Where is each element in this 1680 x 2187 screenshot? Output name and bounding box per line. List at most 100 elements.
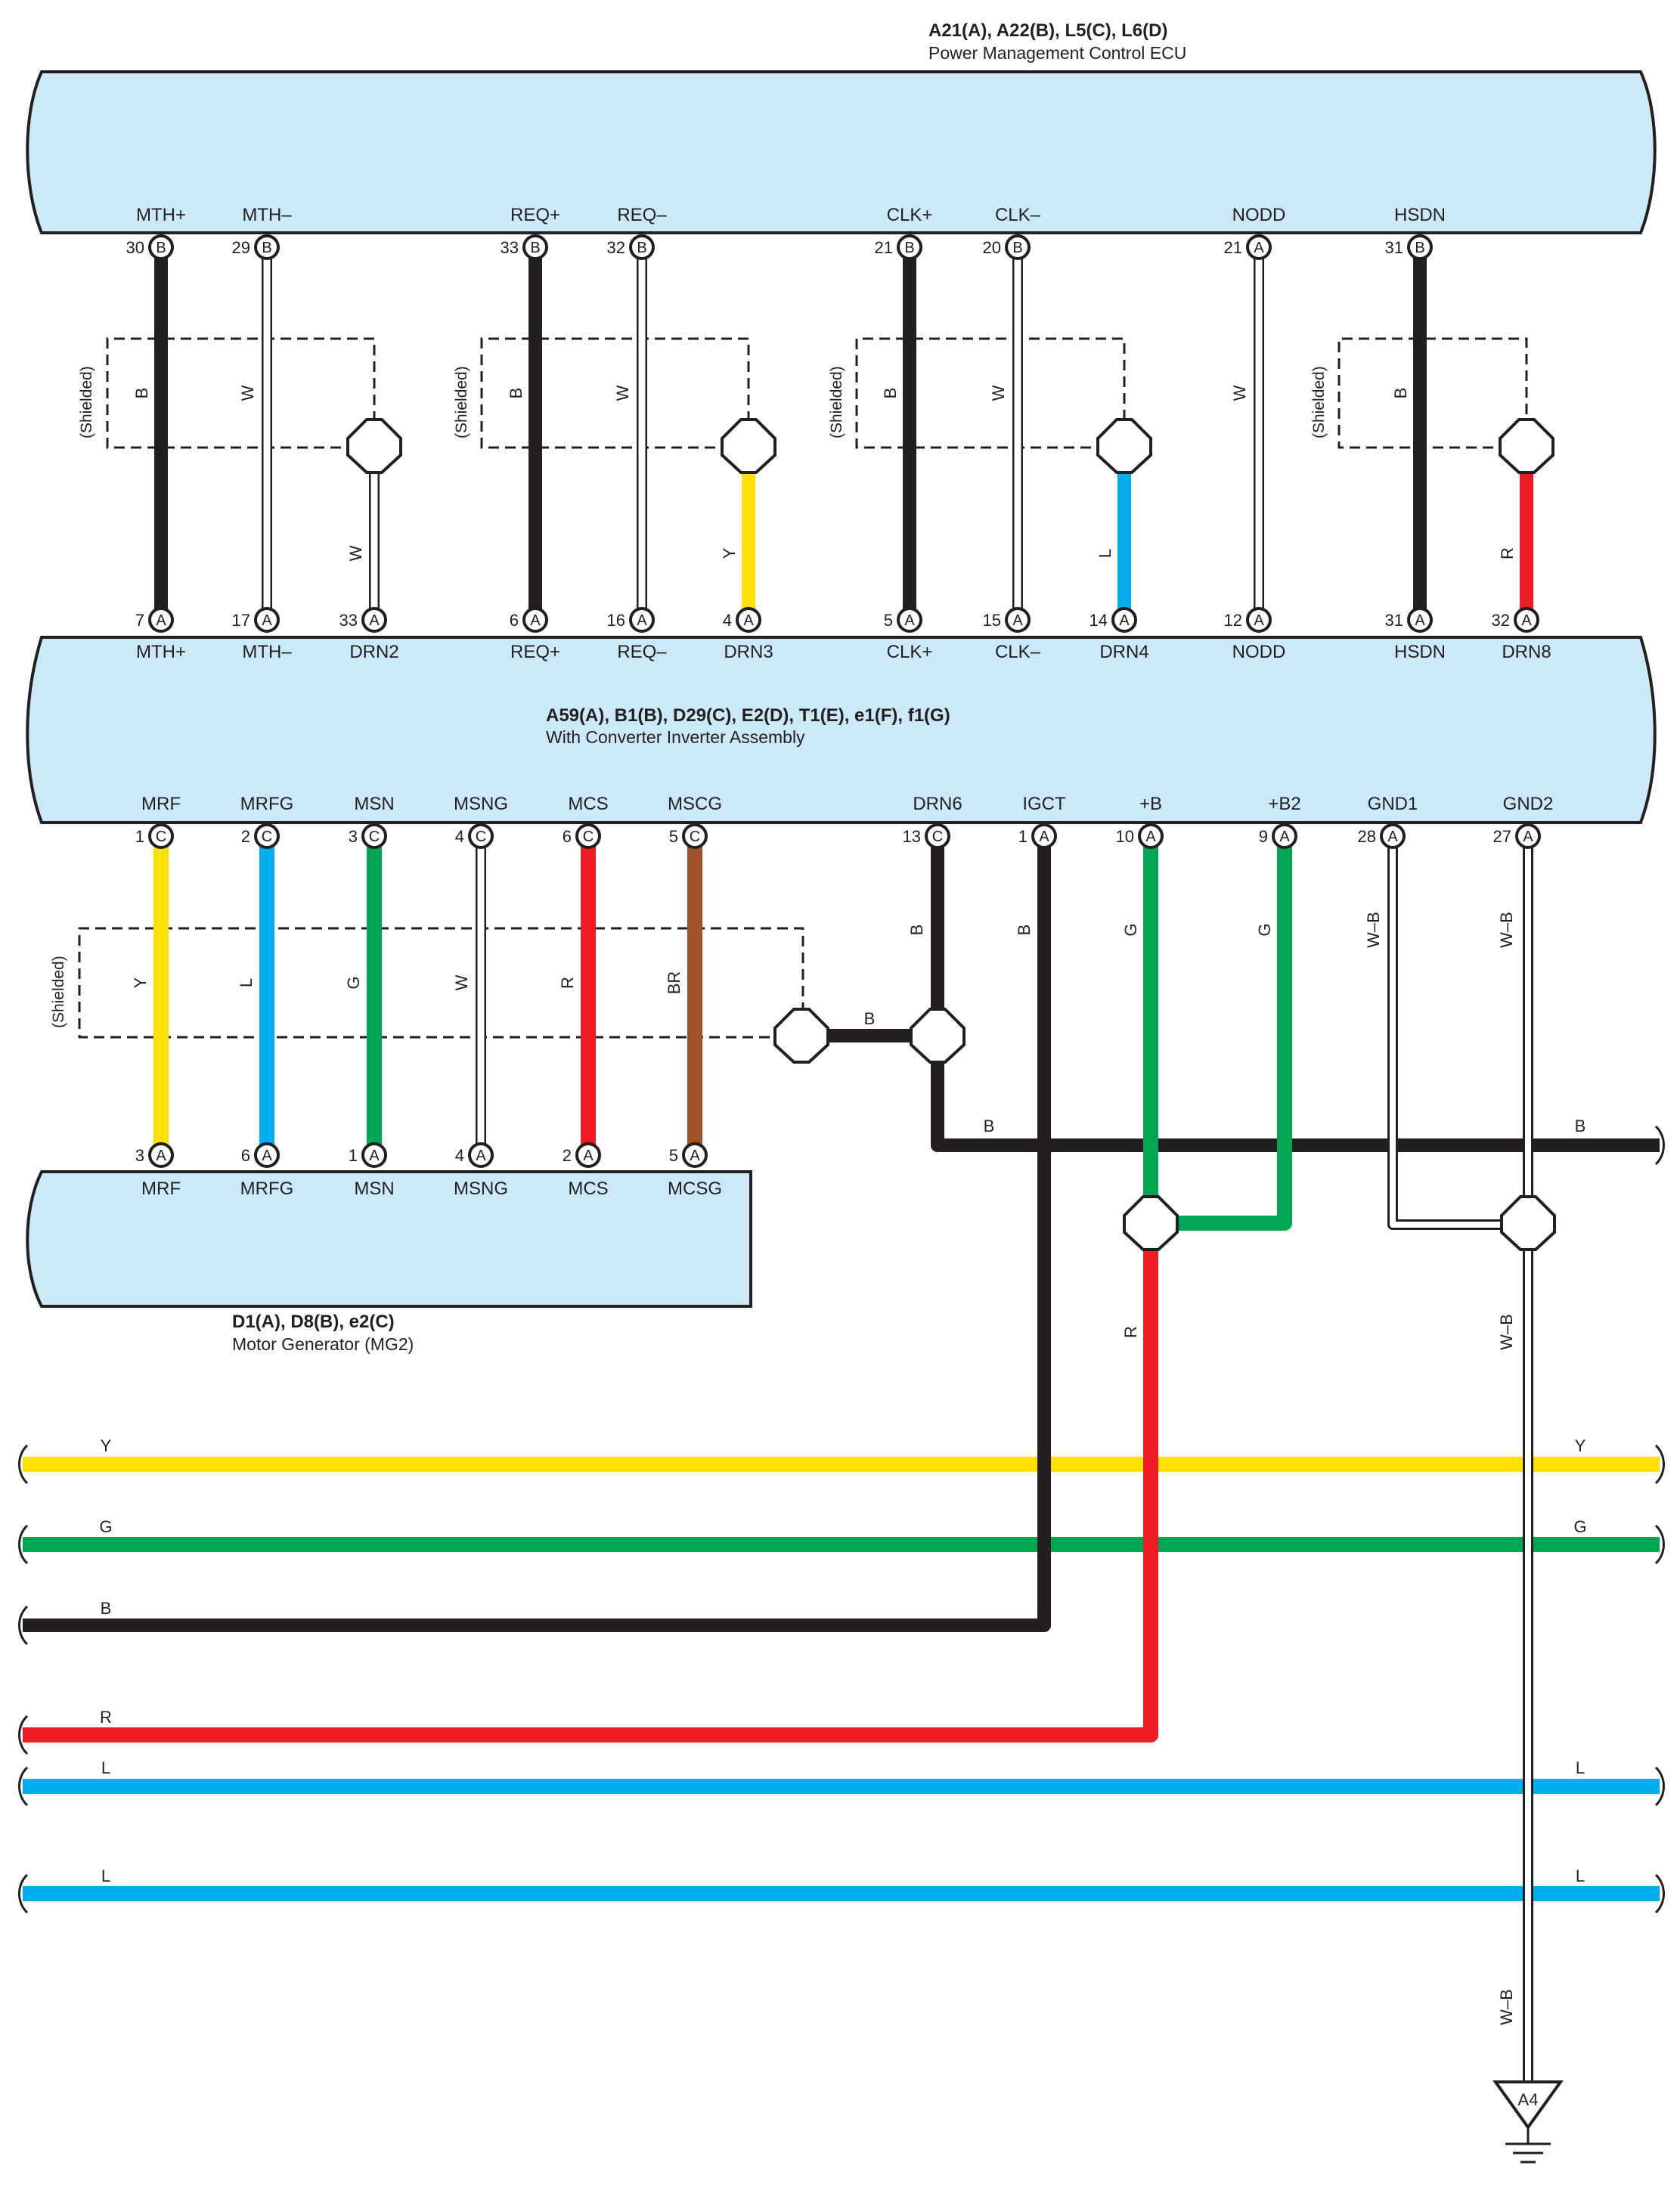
pin-label: NODD [1232,642,1286,662]
pin-connector-code: C [476,829,486,845]
label-mrfg: L [237,978,256,987]
pin-connector-code: A [637,612,647,629]
pin-label: MSN [354,794,394,814]
ecu-box [26,70,1657,234]
pin-label: MCS [568,794,608,814]
pin-number: 1 [349,1146,358,1165]
pin-terminal [254,823,280,849]
pin-number: 16 [607,611,625,630]
pin-number: 6 [241,1146,250,1165]
junction-drn8 [1499,418,1554,474]
inverter-component: A59(A), B1(B), D29(C), E2(D), T1(E), e1(… [26,636,1657,824]
ecu-title: A21(A), A22(B), L5(C), L6(D) [928,20,1167,41]
pin-label: MRF [141,1179,181,1199]
break-left-r [18,1715,29,1755]
pin-terminal [1138,823,1164,849]
pin-number: 17 [232,611,250,630]
pin-connector-code: B [262,240,271,256]
label-drn8: R [1498,547,1517,559]
ecu-pins: B30MTH+B29MTH–B33REQ+B32REQ–B21CLK+B20CL… [126,205,1446,260]
pin-terminal [1380,823,1406,849]
junction-drn6 [910,1008,966,1064]
pin-connector-code: A [1387,829,1398,845]
pin-label: CLK+ [887,642,933,662]
wire-gnd1 [1387,838,1528,1230]
pin-number: 31 [1385,238,1403,257]
pin-terminal [468,823,494,849]
break-right-drn6 [1654,1125,1665,1166]
pin-connector-code: A [1254,240,1264,256]
pin-number: 32 [1492,611,1510,630]
label-mcs: R [558,977,577,989]
label-line-l1-right: L [1576,1758,1585,1777]
wire-plus-b2 [1151,838,1292,1231]
pin-connector-code: A [904,612,915,629]
label-line-g-left: G [99,1517,112,1536]
pin-label: DRN4 [1099,642,1148,662]
label-drn6-bus-end: B [1575,1117,1586,1135]
label-mscg: BR [665,971,683,995]
label-drn2: W [346,545,365,561]
mg2-component: D1(A), D8(B), e2(C) Motor Generator (MG2… [26,1170,752,1354]
pin-number: 5 [669,827,678,846]
pin-connector-code: B [156,240,166,256]
pin-label: DRN3 [724,642,773,662]
pin-number: 20 [983,238,1001,257]
pin-terminal [897,607,922,633]
pin-label: MCSG [668,1179,722,1199]
pin-terminal [575,823,601,849]
wires [23,248,1660,2123]
break-left-l1 [18,1766,29,1807]
pin-terminal [736,607,761,633]
label-line-r-left: R [100,1708,112,1727]
break-left-b [18,1605,29,1646]
label-gnd-bottom: W–B [1497,1989,1516,2025]
pin-terminal [1514,607,1539,633]
wire-labels: B W W B W Y B W L W B R Y L G W R BR B B… [99,385,1586,2024]
inverter-title: A59(A), B1(B), D29(C), E2(D), T1(E), e1(… [546,705,950,726]
pin-connector-code: C [262,829,272,845]
pin-connector-code: A [1039,829,1049,845]
pin-number: 6 [563,827,572,846]
junction-shield-mg2 [773,1008,829,1064]
pin-connector-code: A [1521,612,1532,629]
inverter-bottom-pin: A10+B [1116,794,1164,849]
pin-connector-code: C [369,829,380,845]
junction-gnd [1500,1195,1556,1251]
wire-igct [23,838,1051,1632]
label-mth-minus: W [238,385,257,401]
pin-terminal [897,234,922,260]
break-left-y [18,1444,29,1485]
shield-label-req: (Shielded) [453,366,470,438]
label-nodd: W [1230,385,1249,401]
pin-terminal [682,823,708,849]
label-hsdn: B [1391,388,1410,399]
shield-req [480,337,750,449]
label-plus-b2: G [1255,923,1274,936]
pin-connector-code: A [690,1148,700,1164]
inverter-subtitle: With Converter Inverter Assembly [546,727,805,747]
label-igct: B [1015,925,1034,936]
pin-number: 6 [510,611,519,630]
pin-terminal [148,607,174,633]
junction-drn3 [721,418,776,474]
pin-terminal [361,607,387,633]
label-clk-plus: B [881,388,900,399]
pin-label: DRN8 [1502,642,1551,662]
pin-label: HSDN [1394,205,1446,225]
pin-terminal [1515,823,1541,849]
label-drn4: L [1096,549,1114,558]
label-gnd1: W–B [1364,912,1383,948]
pin-label: DRN6 [913,794,962,814]
shield-mth [106,337,376,449]
pin-connector-code: A [262,1148,272,1164]
